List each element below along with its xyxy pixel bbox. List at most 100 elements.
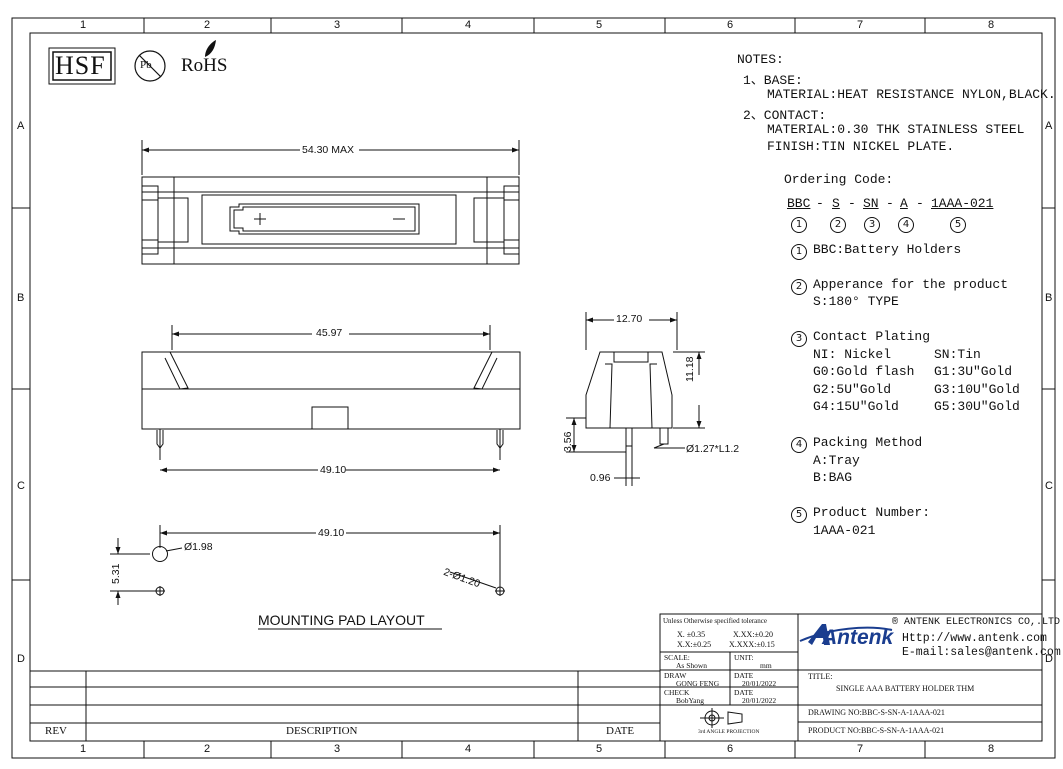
item-5-num: 5 (791, 507, 807, 523)
code-num-1: 1 (791, 217, 807, 233)
col-label-5: 5 (596, 19, 603, 31)
dim-front-pitch: 49.10 (320, 464, 347, 476)
item-5-line-1: 1AAA-021 (813, 523, 876, 538)
pb-label: Pb (140, 59, 152, 71)
col-label-2-bottom: 2 (204, 743, 211, 755)
item-3-num: 3 (791, 331, 807, 347)
code-num-5: 5 (950, 217, 966, 233)
code-num-3: 3 (864, 217, 880, 233)
check-date-value: 20/01/2022 (742, 696, 777, 705)
col-label-3-bottom: 3 (334, 743, 341, 755)
compliance-logos (48, 40, 216, 85)
item-1-num: 1 (791, 244, 807, 260)
company-name: ® ANTENK ELECTRONICS CO,.LTD (892, 617, 1061, 628)
row-label-a-right: A (1045, 120, 1053, 132)
code-num-4: 4 (898, 217, 914, 233)
row-label-d-right: D (1045, 653, 1053, 665)
date-header: DATE (606, 725, 635, 737)
code-dash-2: - (848, 196, 856, 211)
draw-value: GONG FENG (676, 679, 720, 688)
scale-value: As Shown (676, 661, 708, 670)
company-website: Http://www.antenk.com (902, 632, 1047, 645)
pb-free-icon (134, 50, 166, 82)
tolerance-xxx: X.XXX:±0.15 (729, 640, 775, 649)
side-view (566, 312, 705, 486)
unit-value: mm (760, 661, 772, 670)
antenk-logo-icon (799, 624, 893, 645)
item-4-num: 4 (791, 437, 807, 453)
description-header: DESCRIPTION (286, 725, 358, 737)
plating-right-4: G5:30U"Gold (934, 399, 1020, 414)
dim-side-width: 12.70 (616, 313, 643, 325)
row-label-c: C (17, 480, 25, 492)
product-number: PRODUCT NO:BBC-S-SN-A-1AAA-021 (808, 726, 945, 735)
plating-right-1: SN:Tin (934, 347, 981, 362)
item-3-title: Contact Plating (813, 329, 931, 344)
plating-left-1: NI: Nickel (813, 347, 892, 362)
note-2-material: MATERIAL:0.30 THK STAINLESS STEEL (767, 122, 1025, 137)
dim-side-height: 11.18 (684, 356, 696, 383)
code-part-3: SN (863, 196, 879, 211)
check-label: CHECK (664, 688, 690, 697)
rev-header: REV (45, 725, 67, 737)
row-label-a: A (17, 120, 25, 132)
col-label-7-bottom: 7 (857, 743, 864, 755)
code-num-2: 2 (830, 217, 846, 233)
dim-pad-hole: Ø1.98 (184, 541, 213, 553)
title-block (659, 613, 1043, 742)
note-1: 1、BASE: (743, 73, 803, 88)
col-label-3: 3 (334, 19, 341, 31)
notes-heading: NOTES: (737, 52, 784, 67)
plating-right-3: G3:10U"Gold (934, 382, 1020, 397)
draw-date-value: 20/01/2022 (742, 679, 777, 688)
ordering-title: Ordering Code: (784, 172, 894, 187)
code-dash-4: - (916, 196, 924, 211)
code-dash-1: - (816, 196, 824, 211)
tolerance-x2: X.X:±0.25 (677, 640, 712, 649)
plating-right-2: G1:3U"Gold (934, 364, 1013, 379)
rohs-logo: RoHS (181, 55, 228, 76)
item-1-title: BBC:Battery Holders (813, 242, 962, 257)
item-4-line-2: B:BAG (813, 470, 853, 485)
antenk-brand: Antenk (822, 626, 894, 649)
check-date-label: DATE (734, 688, 754, 697)
col-label-1: 1 (80, 19, 87, 31)
code-part-4: A (900, 196, 908, 211)
dim-front-inner: 45.97 (316, 327, 343, 339)
tolerance-xx: X.XX:±0.20 (733, 630, 773, 639)
dim-pad-pitch: 49.10 (318, 527, 345, 539)
row-label-b: B (17, 292, 25, 304)
tolerance-heading: Unless Otherwise specified tolerance (663, 617, 767, 625)
item-2-line-1: S:180° TYPE (813, 294, 899, 309)
company-name-text: ANTENK ELECTRONICS CO,.LTD (904, 617, 1061, 628)
draw-label: DRAW (664, 671, 687, 680)
scale-label: SCALE: (664, 653, 690, 662)
row-label-d: D (17, 653, 25, 665)
title-label: TITLE: (808, 672, 833, 681)
pad-hole-large (152, 546, 168, 562)
title-value: SINGLE AAA BATTERY HOLDER THM (836, 684, 975, 693)
col-label-4: 4 (465, 19, 472, 31)
code-part-1: BBC (787, 196, 811, 211)
mounting-pad-layout (110, 525, 505, 630)
dim-side-pin: 3.56 (562, 431, 574, 452)
col-label-1-bottom: 1 (80, 743, 87, 755)
note-2-finish: FINISH:TIN NICKEL PLATE. (767, 139, 955, 154)
col-label-2: 2 (204, 19, 211, 31)
dim-side-pin-width: 0.96 (590, 472, 611, 484)
col-label-7: 7 (857, 19, 864, 31)
item-5-title: Product Number: (813, 505, 931, 520)
leaf-icon (205, 40, 216, 57)
col-label-8: 8 (988, 19, 995, 31)
plating-left-3: G2:5U"Gold (813, 382, 892, 397)
col-label-4-bottom: 4 (465, 743, 472, 755)
note-2: 2、CONTACT: (743, 108, 827, 123)
code-dash-3: - (886, 196, 894, 211)
col-label-5-bottom: 5 (596, 743, 603, 755)
col-label-6: 6 (727, 19, 734, 31)
hsf-logo: HSF (55, 51, 106, 80)
item-4-line-1: A:Tray (813, 453, 860, 468)
row-label-b-right: B (1045, 292, 1053, 304)
row-label-c-right: C (1045, 480, 1053, 492)
